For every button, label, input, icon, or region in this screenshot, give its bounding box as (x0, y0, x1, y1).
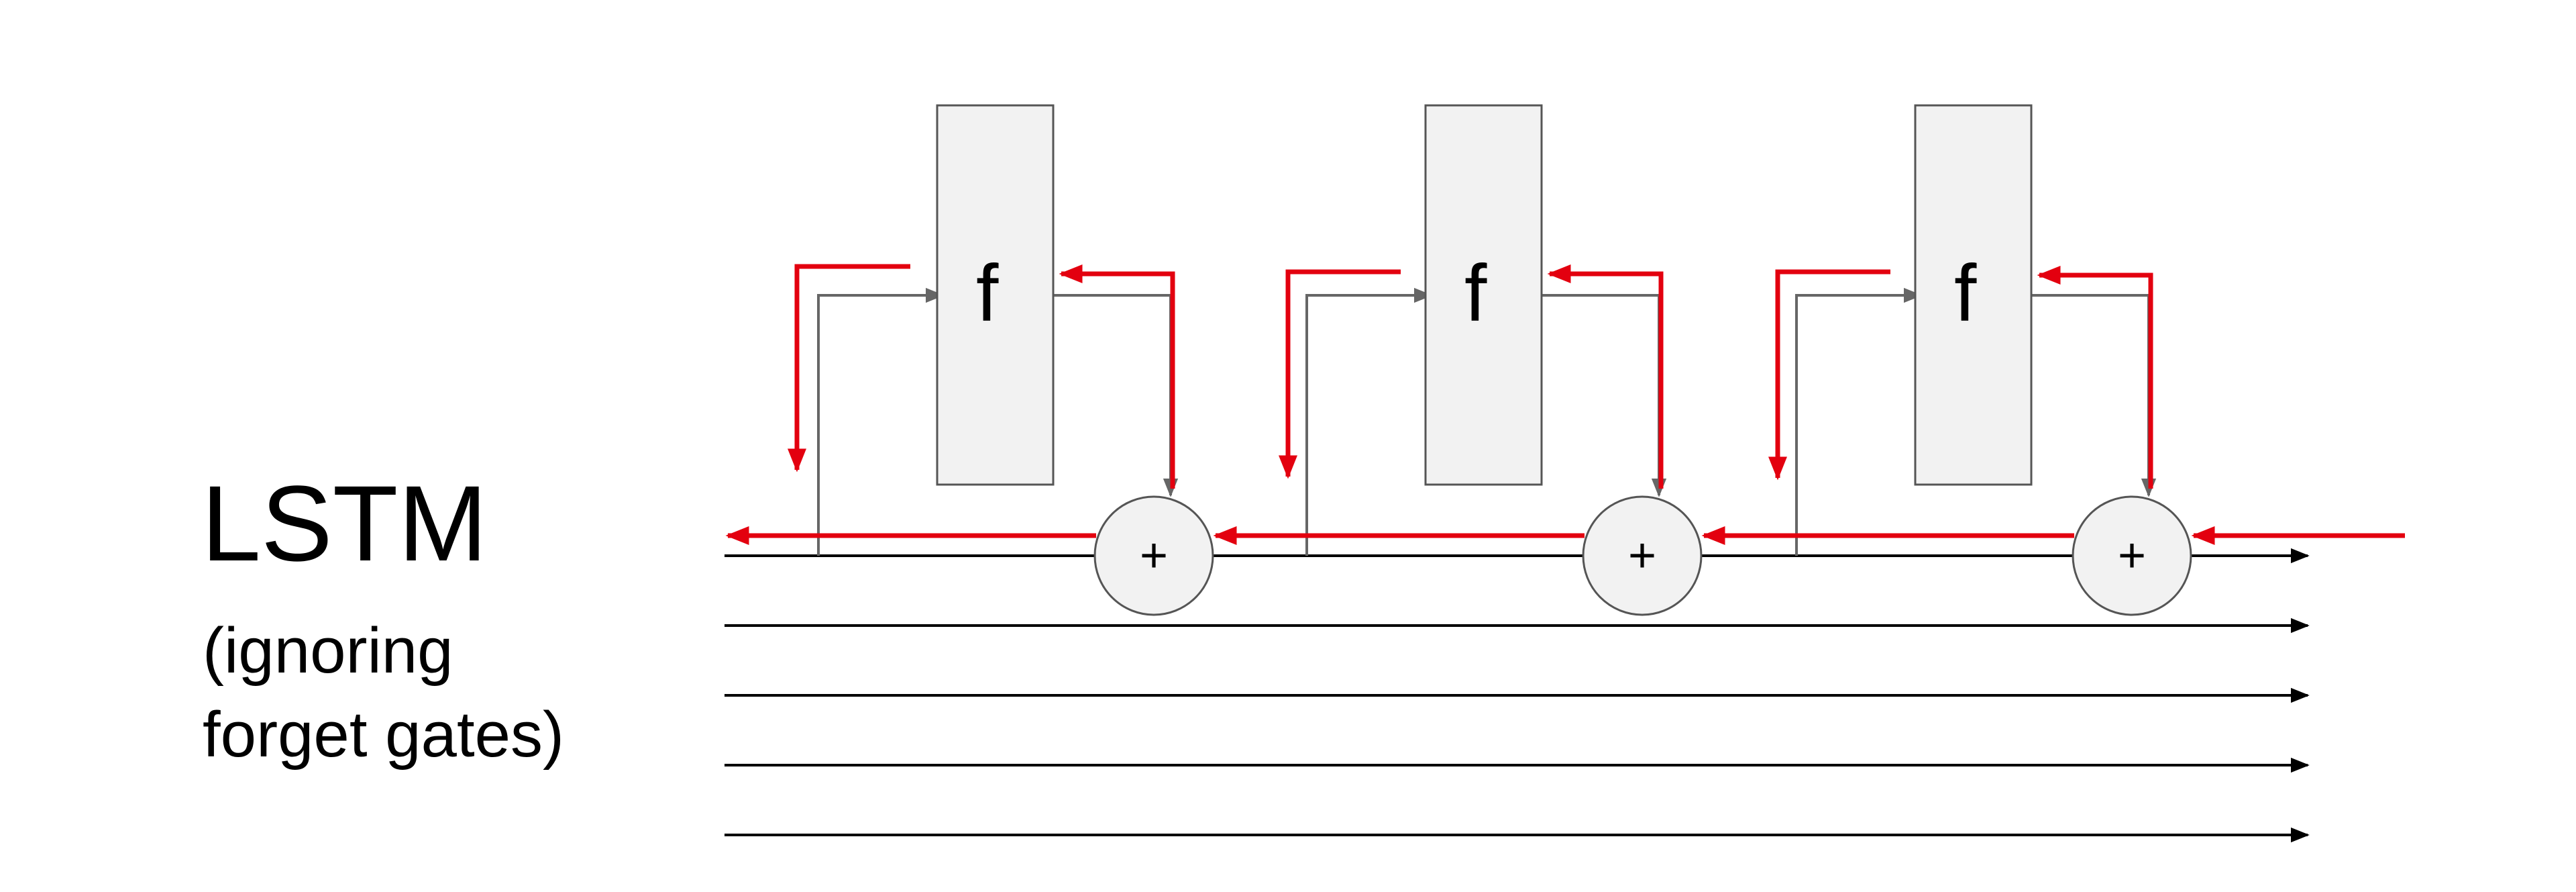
add-operator: + (2118, 529, 2146, 583)
output-line (1053, 294, 1179, 497)
diagram-subtitle: (ignoring forget gates) (203, 609, 564, 777)
feed-line (1795, 287, 1923, 556)
subtitle-line-2: forget gates) (203, 698, 564, 771)
function-box (936, 104, 1055, 486)
function-box (1914, 104, 2033, 486)
output-line (2031, 294, 2157, 497)
state-lines (724, 548, 2310, 843)
gradient-flow (725, 264, 2405, 545)
subtitle-line-1: (ignoring (203, 615, 453, 687)
function-label: f (1464, 248, 1487, 338)
lstm-unit-2: f + (1305, 104, 1703, 616)
gradient-arrow-down-1 (788, 264, 910, 473)
gradient-arrow-up-3 (2037, 266, 2153, 489)
lstm-unit-3: f + (1795, 104, 2192, 616)
add-node (2072, 495, 2192, 616)
function-box (1424, 104, 1543, 486)
add-operator: + (1628, 529, 1656, 583)
lstm-unit-1: f + (817, 104, 1214, 616)
function-label: f (1954, 248, 1977, 338)
diagram-title: LSTM (201, 463, 488, 583)
add-node (1093, 495, 1214, 616)
gradient-arrow-up-1 (1059, 264, 1175, 489)
gradient-arrow-down-2 (1279, 269, 1401, 479)
gradient-arrow-up-2 (1547, 264, 1664, 489)
output-line (1542, 294, 1667, 497)
function-label: f (976, 248, 999, 338)
feed-line (817, 287, 945, 556)
gradient-arrow-down-3 (1768, 269, 1890, 481)
add-operator: + (1140, 529, 1168, 583)
add-node (1582, 495, 1703, 616)
feed-line (1305, 287, 1433, 556)
